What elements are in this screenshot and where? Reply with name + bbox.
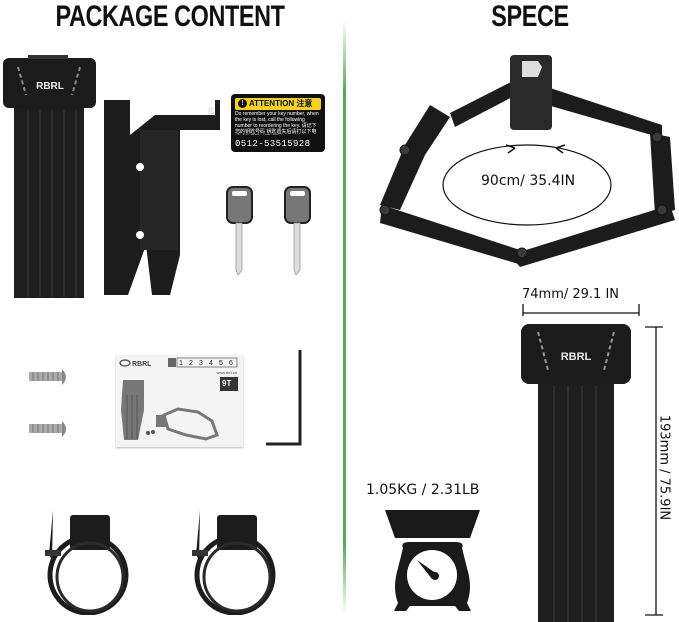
hex-wrench-icon xyxy=(266,350,302,446)
mounting-strap-icon xyxy=(45,510,129,615)
width-dimension-line xyxy=(522,304,640,316)
attention-card: ATTENTION 注意 Do remember your key number… xyxy=(231,94,325,152)
weight-label: 1.05KG / 2.31LB xyxy=(366,482,480,498)
svg-text:9T: 9T xyxy=(222,379,231,388)
key-icon xyxy=(226,186,253,275)
package-content-heading: PACKAGE CONTENT xyxy=(55,0,285,33)
svg-text:2: 2 xyxy=(189,360,193,367)
unfolded-lock-image xyxy=(379,55,675,267)
svg-text:RBRL: RBRL xyxy=(36,81,64,92)
svg-text:3: 3 xyxy=(199,360,203,367)
mounting-bracket-image xyxy=(104,100,220,295)
instruction-manual: RBRL 1 2 3 4 5 6 www.rbrl.cn 9T xyxy=(116,355,243,447)
key-icon xyxy=(284,186,311,275)
svg-text:RBRL: RBRL xyxy=(561,351,592,363)
panel-divider xyxy=(343,20,346,615)
attention-body: Do remember your key number, when the ke… xyxy=(235,111,319,135)
svg-text:RBRL: RBRL xyxy=(132,361,152,368)
mounting-strap-icon xyxy=(192,510,276,615)
svg-text:www.rbrl.cn: www.rbrl.cn xyxy=(216,370,237,375)
attention-phone: 0512-53515928 xyxy=(235,139,311,149)
weighing-scale-icon xyxy=(385,510,480,611)
folding-lock-image: RBRL xyxy=(3,55,96,298)
width-label: 74mm/ 29.1 IN xyxy=(522,287,620,302)
height-dimension-line xyxy=(645,326,663,616)
circumference-label: 90cm/ 35.4IN xyxy=(481,173,576,189)
svg-text:6: 6 xyxy=(229,360,233,367)
svg-text:4: 4 xyxy=(209,360,213,367)
screw-icon xyxy=(29,369,66,385)
spec-heading: SPECE xyxy=(491,0,569,33)
folded-lock-image: RBRL xyxy=(521,324,631,622)
screw-icon xyxy=(29,421,66,437)
attention-title: ATTENTION 注意 xyxy=(235,98,321,110)
svg-text:1: 1 xyxy=(179,360,183,367)
height-label: 193mm / 75.9IN xyxy=(656,414,672,521)
svg-text:5: 5 xyxy=(219,360,223,367)
